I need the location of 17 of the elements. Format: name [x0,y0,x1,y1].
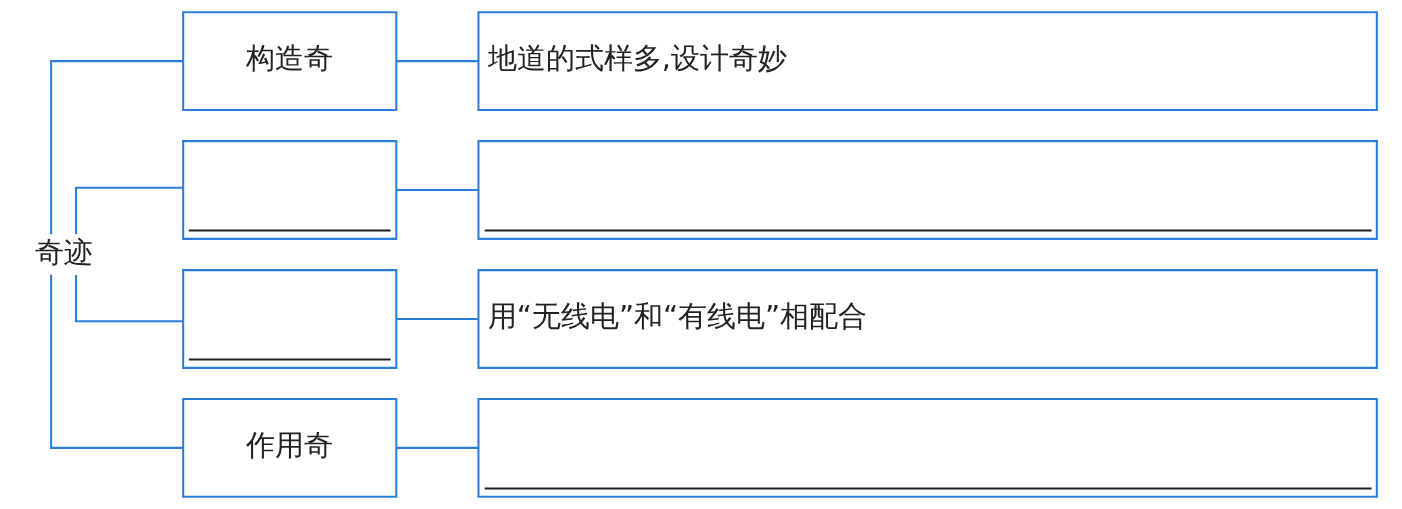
connector [396,446,478,449]
connector [74,274,183,323]
node-box: 地道的式样多,设计奇妙 [476,11,1378,111]
node-text: 奇迹 [34,234,93,269]
connector [396,317,478,320]
node-box: 作用奇 [181,398,397,498]
connector [396,60,478,63]
connector [396,189,478,192]
node-box [476,140,1378,240]
connector [74,186,183,235]
node-box: 用“无线电”和“有线电”相配合 [476,269,1378,369]
node-box: 构造奇 [181,11,397,111]
connector [49,274,183,449]
connector [49,60,183,235]
node-box [181,140,397,240]
node-box [181,269,397,369]
node-box [476,398,1378,498]
